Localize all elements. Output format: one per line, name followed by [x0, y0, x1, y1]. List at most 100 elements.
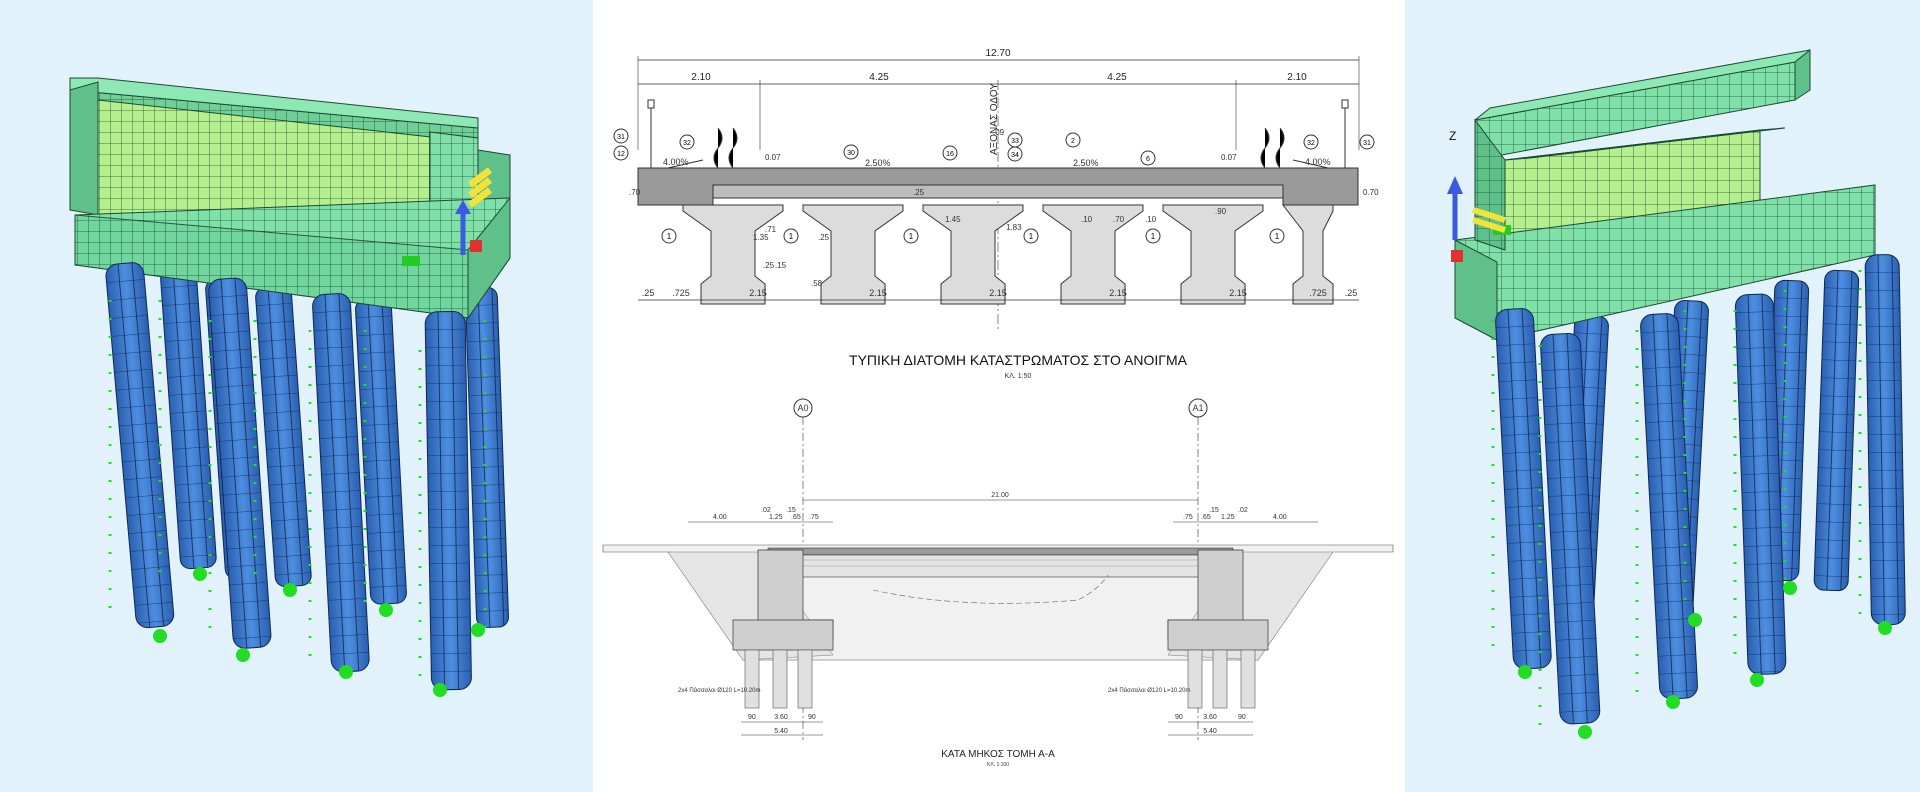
- dim-025-web: .25: [818, 233, 830, 242]
- long-section-scale: ΚΛ. 1:100: [987, 762, 1009, 768]
- slope-left: 4.00%: [663, 157, 689, 167]
- right-dim-4: 4.00: [1273, 514, 1287, 521]
- abutment-body: [1454, 48, 1876, 341]
- callout-12: 12: [617, 151, 625, 158]
- right-dim-3: 1.25: [1221, 514, 1235, 521]
- dim-007-right: 0.07: [1221, 153, 1237, 162]
- callout-31-left: 31: [617, 134, 625, 141]
- slope-right: 4.00%: [1305, 157, 1331, 167]
- pile-note-right: 2x4 Πάσσαλοι Ø120 L=10.20m: [1108, 687, 1190, 694]
- spring-supports: [1491, 270, 1862, 725]
- width-top-3: 4.25: [1107, 72, 1127, 83]
- dim-070-left: .70: [629, 188, 641, 197]
- slope-center-right: 2.50%: [1073, 158, 1099, 168]
- dim-010-b: .10: [1145, 215, 1157, 224]
- width-top-1: 2.10: [691, 72, 711, 83]
- girder-marker-6: 1: [1275, 232, 1280, 241]
- pile-group-back: [1558, 269, 1860, 637]
- callout-32-left: 32: [683, 140, 691, 147]
- axis-z-label: Z: [1449, 129, 1456, 143]
- width-top-4: 2.10: [1287, 72, 1307, 83]
- left-abutment-model-view: [0, 0, 593, 792]
- left-dim-5: .02: [761, 507, 771, 514]
- precast-girders: [682, 204, 1334, 305]
- width-bottom-5: 2.15: [989, 288, 1007, 298]
- dim-070-flange: .70: [1113, 215, 1125, 224]
- girder-marker-1: 1: [667, 232, 672, 241]
- axis-triad: Z: [1447, 129, 1511, 262]
- drawing-canvas: 12.70 2.10 4.25 4.25 2.10 ΑΞΟΝΑΣ ΟΔΟΥ: [602, 48, 1394, 768]
- width-top-2: 4.25: [869, 72, 889, 83]
- width-bottom-6: 2.15: [1109, 288, 1127, 298]
- dim-145: 1.45: [945, 215, 961, 224]
- width-bottom-8: .725: [1309, 288, 1327, 298]
- right-dim-5: .02: [1238, 507, 1248, 514]
- callout-2: 2: [1071, 138, 1075, 145]
- dim-071: .71: [765, 225, 777, 234]
- axis-a0-label: A0: [797, 403, 808, 413]
- callout-31-right: 31: [1363, 140, 1371, 147]
- foot-dim-right-2: 5.40: [1203, 728, 1217, 735]
- dim-183: 1.83: [1006, 223, 1022, 232]
- girder-marker-5: 1: [1151, 232, 1156, 241]
- road-axis-label: ΑΞΟΝΑΣ ΟΔΟΥ: [989, 83, 1000, 155]
- dim-090: .90: [1215, 207, 1227, 216]
- dim-025-deck: .25: [913, 188, 925, 197]
- overall-width-label: 12.70: [985, 48, 1010, 59]
- right-abutment-model-view: Z: [1405, 0, 1920, 792]
- dim-010-a: .10: [1081, 215, 1093, 224]
- pile-base-supports: [153, 567, 485, 697]
- foot-dim-left-3: 90: [748, 714, 756, 721]
- foot-dim-right-4: 90: [1238, 714, 1246, 721]
- foot-dim-left-4: 90: [808, 714, 816, 721]
- callout-6: 6: [1146, 156, 1150, 163]
- width-bottom-9: .25: [1345, 288, 1358, 298]
- width-bottom-3: 2.15: [749, 288, 767, 298]
- deck-cross-section: 12.70 2.10 4.25 4.25 2.10 ΑΞΟΝΑΣ ΟΔΟΥ: [613, 48, 1379, 380]
- pile-base-supports: [1518, 581, 1892, 739]
- left-dim-2: 1.25: [769, 514, 783, 521]
- callout-30: 30: [847, 150, 855, 157]
- width-bottom-1: .25: [642, 288, 655, 298]
- dim-025-bulb: .25: [763, 261, 775, 270]
- girder-marker-3: 1: [909, 232, 914, 241]
- dim-009: .09: [993, 128, 1005, 137]
- dim-007-left: 0.07: [765, 153, 781, 162]
- dim-135: 1.35: [753, 233, 769, 242]
- long-section-title: ΚΑΤΑ ΜΗΚΟΣ ΤΟΜΗ Α-Α: [941, 749, 1055, 760]
- girder-markers: [661, 228, 1285, 244]
- girder-marker-2: 1: [789, 232, 794, 241]
- right-dim-2: .65: [1201, 514, 1211, 521]
- longitudinal-section: A0 A1 21.00 4.00 1.25 .65 .75 .02 .15 .7…: [602, 398, 1394, 768]
- cross-section-title: ΤΥΠΙΚΗ ΔΙΑΤΟΜΗ ΚΑΤΑΣΤΡΩΜΑΤΟΣ ΣΤΟ ΑΝΟΙΓΜΑ: [849, 352, 1188, 368]
- girder-marker-4: 1: [1029, 232, 1034, 241]
- right-abutment-model: Z: [1447, 48, 1906, 739]
- width-bottom-7: 2.15: [1229, 288, 1247, 298]
- callout-34: 34: [1011, 152, 1019, 159]
- railings: [647, 99, 1349, 169]
- left-abutment-model: [69, 77, 511, 697]
- dim-015: .15: [775, 261, 787, 270]
- pile-group-front: [1495, 254, 1906, 725]
- callout-16: 16: [946, 151, 954, 158]
- left-dim-1: 4.00: [713, 514, 727, 521]
- abutment-body: [69, 77, 511, 320]
- callout-markers: [613, 128, 1375, 166]
- callout-33: 33: [1011, 138, 1019, 145]
- right-dim-6: .15: [1209, 507, 1219, 514]
- foot-dim-left-1: 3.60: [774, 714, 788, 721]
- engineering-drawing-sheet: 12.70 2.10 4.25 4.25 2.10 ΑΞΟΝΑΣ ΟΔΟΥ: [593, 0, 1405, 792]
- foot-dim-right-1: 3.60: [1203, 714, 1217, 721]
- span-length-label: 21.00: [991, 492, 1009, 499]
- foot-dim-left-2: 5.40: [774, 728, 788, 735]
- abutments: [732, 549, 1269, 651]
- dim-070-right: 0.70: [1363, 188, 1379, 197]
- dim-058: .58: [811, 279, 823, 288]
- right-dim-1: .75: [1183, 514, 1193, 521]
- foot-dim-right-3: 90: [1175, 714, 1183, 721]
- left-dim-4: .75: [809, 514, 819, 521]
- left-dim-3: .65: [791, 514, 801, 521]
- axis-triad: [402, 167, 493, 266]
- left-dim-6: .15: [786, 507, 796, 514]
- width-bottom-2: .725: [672, 288, 690, 298]
